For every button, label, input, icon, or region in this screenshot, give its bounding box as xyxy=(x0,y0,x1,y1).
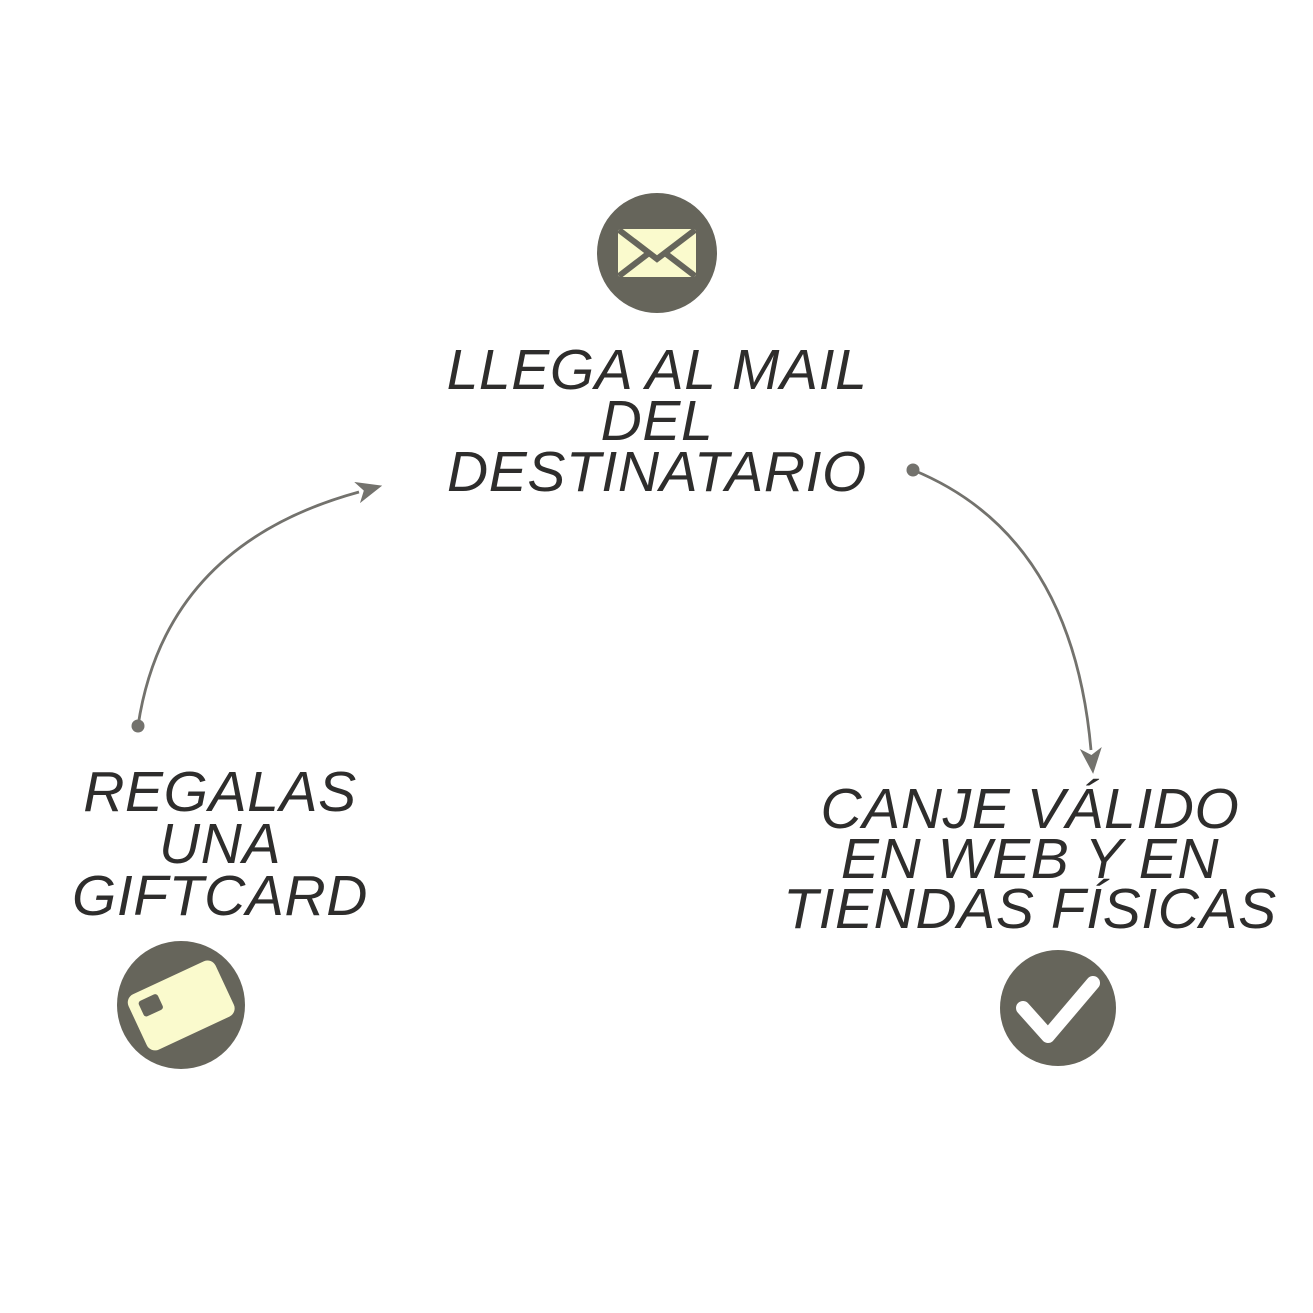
envelope-icon xyxy=(597,193,717,313)
step-redeem-line-3: TIENDAS FÍSICAS xyxy=(783,877,1277,941)
giftcard-icon xyxy=(117,941,245,1069)
step-gift-line-1: REGALAS xyxy=(83,760,357,824)
step-mail-label: LLEGA AL MAIL DEL DESTINATARIO xyxy=(377,338,937,504)
step-mail-line-3: DESTINATARIO xyxy=(447,440,867,504)
step-gift-line-3: GIFTCARD xyxy=(71,864,369,928)
arrow-curve xyxy=(136,481,383,727)
arrow-mail-to-redeem xyxy=(906,463,1102,774)
step-redeem-line-1: CANJE VÁLIDO xyxy=(820,777,1240,841)
step-gift-label: REGALAS UNA GIFTCARD xyxy=(0,760,470,928)
step-mail-line-1: LLEGA AL MAIL xyxy=(446,338,868,402)
step-redeem-label: CANJE VÁLIDO EN WEB Y EN TIENDAS FÍSICAS xyxy=(750,777,1310,941)
arrow-start-dot xyxy=(131,719,145,733)
step-gift-line-2: UNA xyxy=(158,812,282,876)
step-redeem-line-2: EN WEB Y EN xyxy=(840,827,1220,891)
arrow-gift-to-mail xyxy=(131,481,383,733)
arrow-curve xyxy=(912,468,1102,774)
card-chip-icon xyxy=(138,994,163,1017)
check-icon xyxy=(1000,950,1116,1066)
step-mail-line-2: DEL xyxy=(600,389,714,453)
